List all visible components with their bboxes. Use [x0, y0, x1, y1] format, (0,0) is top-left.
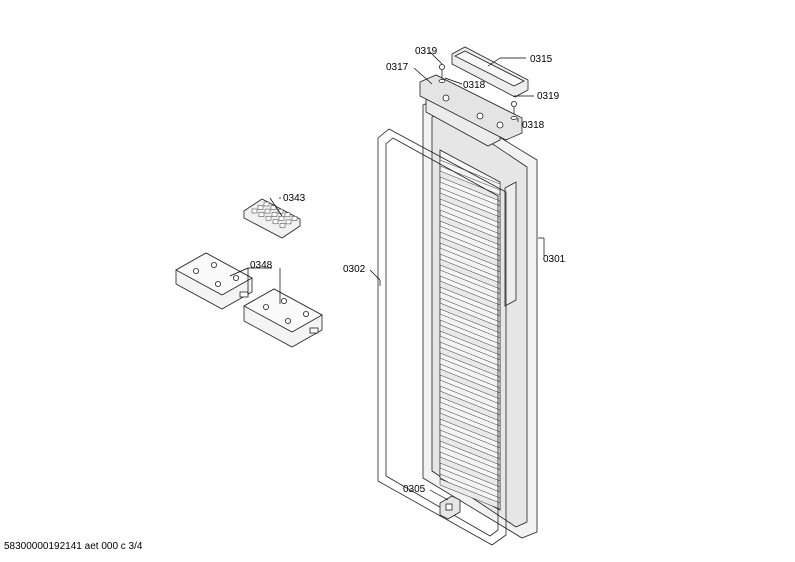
ice-tray-cells	[251, 201, 298, 228]
ice-tray-cell	[278, 216, 285, 221]
label-0302: 0302	[343, 264, 366, 275]
top-cover-0315	[451, 46, 529, 98]
label-0319-right: 0319	[537, 91, 560, 102]
shelf-slat	[439, 247, 501, 279]
shelf-slat	[439, 357, 501, 389]
shelf-slat	[439, 170, 501, 202]
document-footer-code: 58300000192141 aet 000 c 3/4	[4, 541, 143, 552]
washer-0318-left	[438, 79, 446, 83]
shelf-slat	[439, 291, 501, 323]
label-0315: 0315	[530, 54, 553, 65]
label-0317: 0317	[386, 62, 409, 73]
ice-tray-cell	[291, 216, 298, 221]
shelf-slat	[439, 412, 501, 444]
shelf-slat	[439, 346, 501, 378]
ice-tray-cell	[264, 208, 271, 214]
cold-pack-0348-right	[243, 288, 323, 348]
ice-tray-cell	[285, 219, 292, 225]
shelf-slat	[439, 192, 501, 224]
shelf-slat	[439, 258, 501, 290]
shelf-slat	[439, 280, 501, 312]
leader-lines	[229, 51, 545, 501]
ice-tray-cell	[265, 215, 272, 221]
ice-tray-cell	[257, 205, 264, 210]
ice-tray-0343	[243, 198, 301, 239]
shelf-slat	[439, 478, 501, 510]
screw-0319-right	[510, 101, 517, 114]
screw-0319-left	[438, 64, 445, 78]
door-shelf-slats	[439, 159, 501, 510]
shelf-slat	[439, 302, 501, 334]
shelf-slat	[439, 203, 501, 235]
label-0318-right: 0318	[522, 120, 545, 131]
ice-tray-cell	[258, 212, 265, 217]
shelf-slat	[439, 313, 501, 345]
shelf-slat	[439, 181, 501, 213]
shelf-slat	[439, 434, 501, 466]
label-0343: 0343	[283, 193, 306, 204]
label-0305: 0305	[403, 484, 426, 495]
shelf-slat	[439, 467, 501, 499]
washer-0318-right	[510, 116, 518, 120]
shelf-slat	[439, 401, 501, 433]
label-0301: 0301	[543, 254, 566, 265]
handle-clip-0305	[439, 495, 461, 520]
shelf-slat	[439, 390, 501, 422]
hinge-bracket-0317	[419, 74, 523, 141]
label-0348: 0348	[250, 260, 273, 271]
ice-tray-cell	[279, 223, 286, 228]
cold-pack-0348-left	[175, 252, 253, 310]
shelf-slat	[439, 269, 501, 301]
shelf-slat	[439, 236, 501, 268]
shelf-slat	[439, 445, 501, 477]
ice-tray-cell	[272, 219, 279, 225]
label-0319-left: 0319	[415, 46, 438, 57]
ice-tray-cell	[263, 201, 270, 207]
ice-tray-cell	[271, 212, 278, 217]
shelf-slat	[439, 214, 501, 246]
shelf-slat	[439, 335, 501, 367]
shelf-slat	[439, 456, 501, 488]
ice-tray-cell	[284, 212, 291, 218]
shelf-slat	[439, 368, 501, 400]
label-0318-left: 0318	[463, 80, 486, 91]
door-gasket-0302	[377, 128, 507, 546]
shelf-slat	[439, 423, 501, 455]
shelf-slat	[439, 324, 501, 356]
shelf-slat	[439, 379, 501, 411]
shelf-slat	[439, 225, 501, 257]
ice-tray-cell	[251, 208, 258, 214]
